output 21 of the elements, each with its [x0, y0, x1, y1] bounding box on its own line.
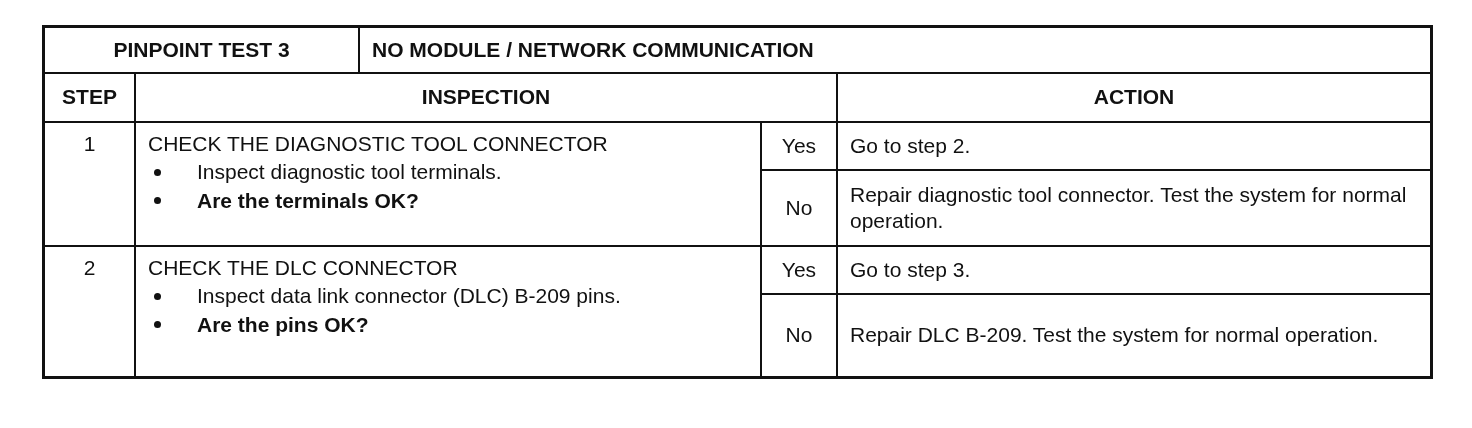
column-header: ACTION [838, 74, 1430, 121]
column-header: STEP [45, 74, 134, 121]
action-text: Repair diagnostic tool connector. Test the system for normal operation. [838, 171, 1430, 245]
question-text: Are the pins OK? [197, 311, 369, 338]
answer-label: Yes [762, 247, 836, 293]
question-text: Are the terminals OK? [197, 187, 419, 214]
test-number: PINPOINT TEST 3 [45, 28, 358, 72]
action-text: Go to step 3. [838, 247, 1430, 293]
answer-label: Yes [762, 123, 836, 169]
column-header: INSPECTION [136, 74, 836, 121]
test-title: NO MODULE / NETWORK COMMUNICATION [360, 28, 1430, 72]
step-number: 2 [45, 247, 134, 376]
instruction-text: Inspect diagnostic tool terminals. [197, 159, 502, 186]
answer-label: No [762, 295, 836, 376]
instruction-text: Inspect data link connector (DLC) B-209 pins. [197, 283, 621, 310]
check-heading: CHECK THE DIAGNOSTIC TOOL CONNECTOR [148, 131, 608, 157]
answer-label: No [762, 171, 836, 245]
check-heading: CHECK THE DLC CONNECTOR [148, 255, 458, 281]
step-number: 1 [45, 123, 134, 245]
action-text: Repair DLC B-209. Test the system for normal operation. [838, 295, 1430, 376]
action-text: Go to step 2. [838, 123, 1430, 169]
